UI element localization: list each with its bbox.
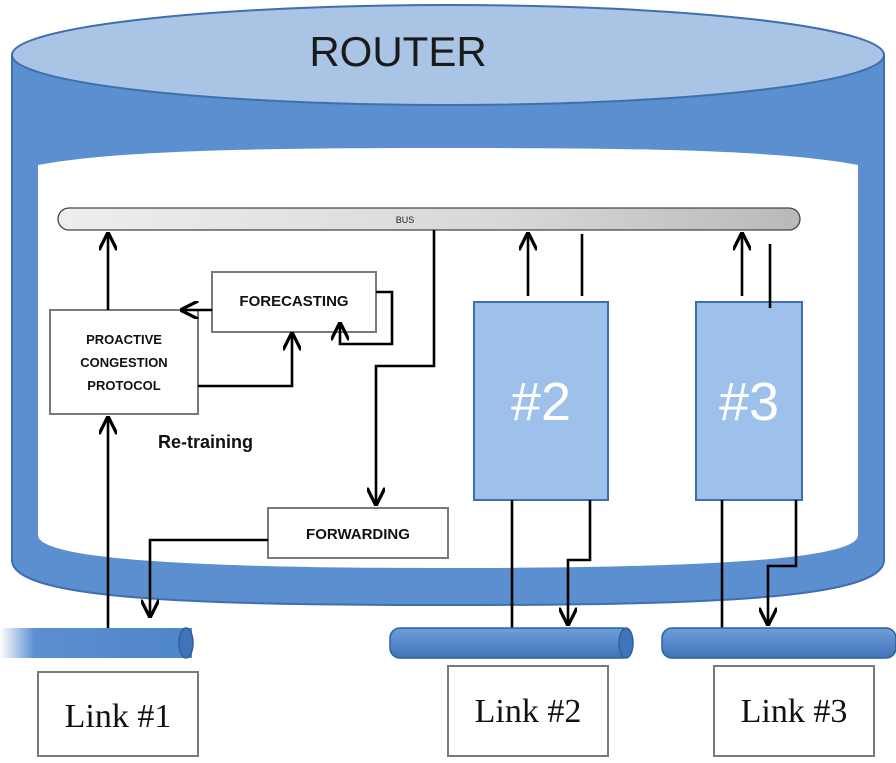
router-cylinder: ROUTER [11,4,885,607]
router-inner-panel [38,148,858,568]
link2-label: Link #2 [475,693,582,730]
link2-box: Link #2 [447,665,609,757]
forwarding-label: FORWARDING [306,526,410,543]
forecasting-box: FORECASTING [211,271,377,333]
module-3-label: #3 [719,372,779,432]
protocol-box: PROACTIVE CONGESTION PROTOCOL [49,309,199,415]
pipe-link1 [0,627,194,659]
module-2: #2 [473,301,609,501]
arrow-module2-to-link2 [568,500,592,624]
pipe-link2 [389,627,634,659]
bus-label: BUS [396,215,415,225]
link-pipes [0,627,896,659]
link1-box: Link #1 [37,671,199,757]
module-3: #3 [695,301,803,501]
bus-bar [57,207,801,231]
arrow-retraining [198,334,292,388]
pipe-link3 [661,627,896,659]
link3-label: Link #3 [741,693,848,730]
arrow-forwarding-to-link1 [150,538,268,616]
connectors [108,230,798,628]
router-title: ROUTER [309,28,486,75]
protocol-label-3: PROTOCOL [87,378,160,393]
link1-label: Link #1 [65,698,172,735]
arrow-bus-to-forwarding [376,230,436,504]
bus: BUS [57,207,801,231]
link3-box: Link #3 [713,665,875,757]
link-labels: Link #1 Link #2 Link #3 [37,665,875,757]
router-top [11,4,885,106]
protocol-label-2: CONGESTION [80,355,167,370]
retraining-label: Re-training [158,432,253,452]
arrow-forecasting-loop [340,290,394,346]
forecasting-label: FORECASTING [239,293,348,310]
module-2-label: #2 [511,372,571,432]
arrow-module3-to-link3 [768,500,798,624]
forwarding-box: FORWARDING [267,507,449,559]
protocol-label-1: PROACTIVE [86,332,162,347]
